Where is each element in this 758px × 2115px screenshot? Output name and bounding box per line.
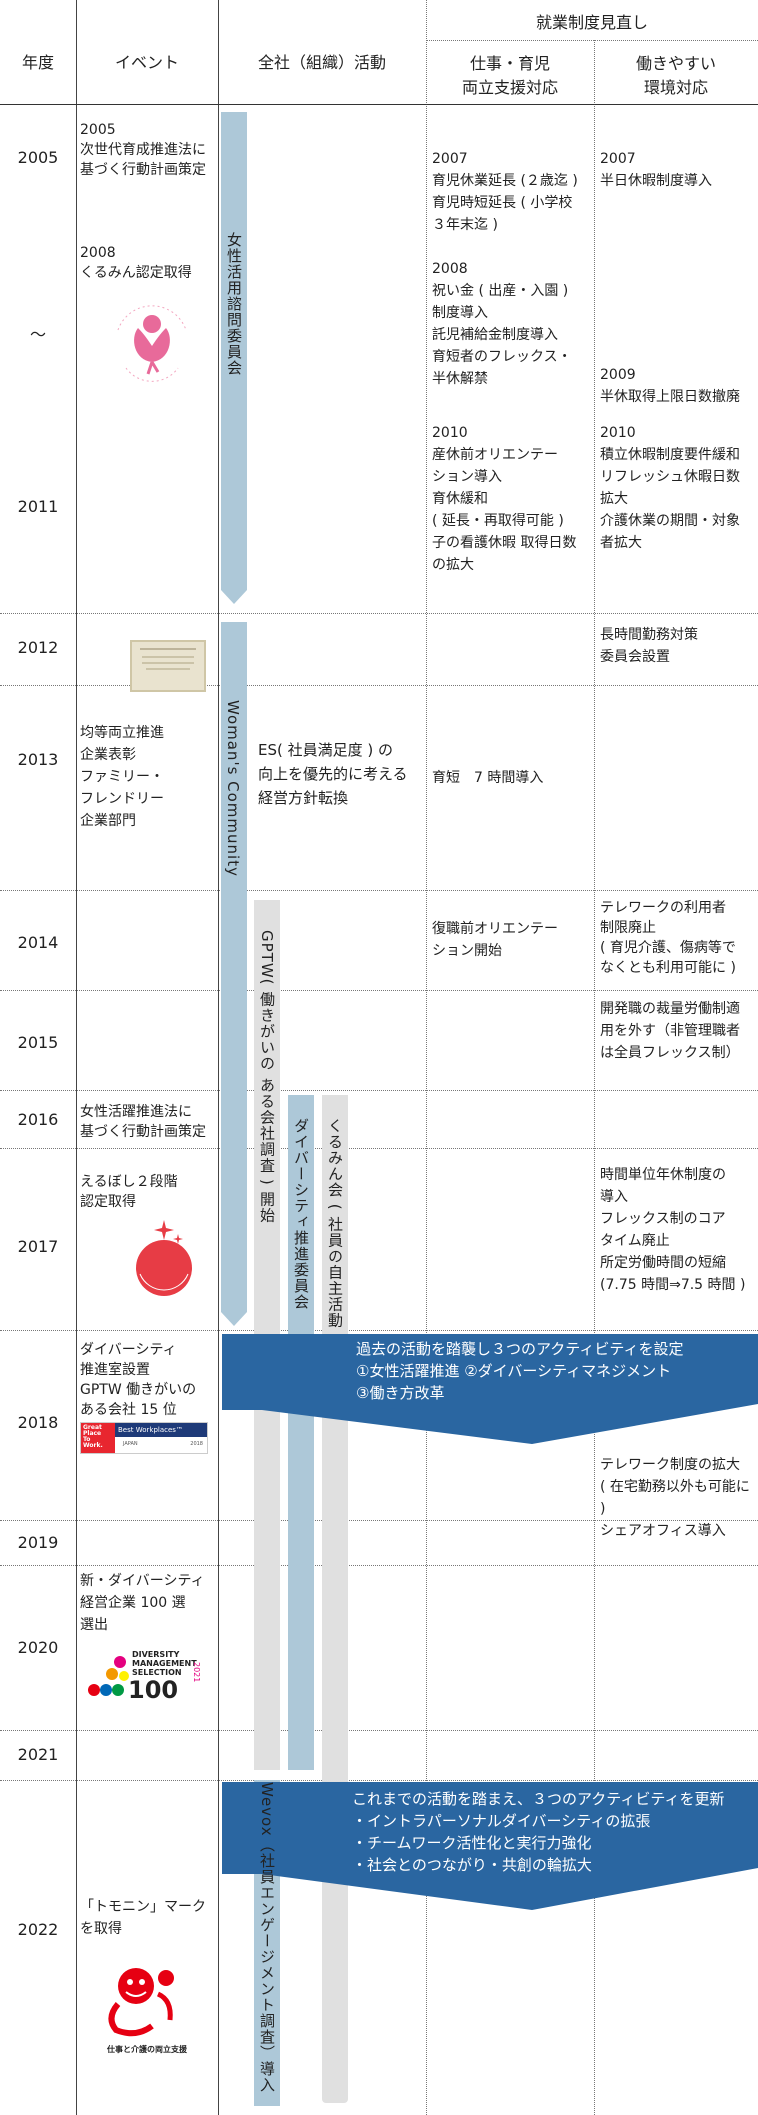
diversity-committee-label: ダイバーシティ推進委員会 (292, 1118, 310, 1310)
workplace-2012: 長時間勤務対策 委員会設置 (600, 627, 698, 665)
gptw-logo: Great Place To Work. Best Workplaces™ JA… (80, 1422, 208, 1454)
childcare-2007: 2007 育児休業延長 (２歳迄 ) 育児時短延長 ( 小学校 ３年末迄 ) (432, 151, 578, 233)
committee-bar-women (221, 112, 247, 590)
year-2022: 2022 (17, 1920, 59, 1939)
tomonin-logo-caption: 仕事と介護の両立支援 (107, 2045, 187, 2054)
row-divider-2014 (0, 990, 758, 991)
gptw-logo-right: Best Workplaces™ (115, 1423, 207, 1437)
header-year: 年度 (21, 53, 54, 72)
year-2018: 2018 (17, 1413, 59, 1432)
banner-2018-text: 過去の活動を踏襲し３つのアクティビティを設定 ①女性活躍推進 ②ダイバーシティマ… (356, 1340, 684, 1402)
header-event: イベント (114, 53, 179, 72)
row-divider-2018 (0, 1520, 758, 1521)
womans-community-label: Woman's Community (224, 700, 242, 877)
header-subdivider (426, 40, 758, 41)
es-policy-text: ES( 社員満足度 ) の 向上を優先的に考える 経営方針転換 (258, 741, 408, 807)
event-2013: 均等両立推進 企業表彰 ファミリー・ フレンドリー 企業部門 (80, 725, 164, 829)
event-2020: 新・ダイバーシティ 経営企業 100 選 選出 (80, 1573, 205, 1633)
diversity-logo-num: 100 (128, 1676, 179, 1704)
banner-2018-arrow (222, 1334, 758, 1444)
gptw-logo-sub: JAPAN (123, 1441, 138, 1447)
event-2016: 女性活躍推進法に 基づく行動計画策定 (80, 1104, 206, 1140)
row-divider-2016 (0, 1148, 758, 1149)
award-certificate-image (130, 640, 206, 692)
diversity-logo-top: DIVERSITY MANAGEMENT SELECTION (132, 1650, 197, 1677)
header-workplace: 働きやすい 環境対応 (635, 54, 716, 97)
kurumin-logo (104, 290, 200, 386)
row-divider-2015 (0, 1090, 758, 1091)
kurumin-kai-bar (322, 1095, 348, 2103)
banner-2022-arrow (222, 1782, 758, 1910)
event-2005: 2005 次世代育成推進法に 基づく行動計画策定 (80, 122, 206, 178)
col-divider-company (426, 0, 427, 2115)
diversity-selection-logo: DIVERSITY MANAGEMENT SELECTION 100 2021 (88, 1648, 208, 1708)
childcare-2014: 復職前オリエンテー ション開始 (432, 921, 558, 959)
womans-community-bar (221, 622, 247, 1312)
banner-2022-text: これまでの活動を踏まえ、３つのアクティビティを更新 ・イントラパーソナルダイバー… (352, 1790, 725, 1874)
header-work-childcare: 仕事・育児 両立支援対応 (461, 54, 558, 97)
diversity-committee-bar (288, 1095, 314, 1770)
gptw-survey-label: GPTW( 働きがいの ある会社調査 ) 開始 (258, 930, 276, 1224)
childcare-2010: 2010 産休前オリエンテー ション導入 育休緩和 ( 延長・再取得可能 ) 子… (432, 425, 577, 573)
gptw-logo-left: Great Place To Work. (81, 1423, 115, 1453)
col-divider-childcare (594, 40, 595, 2115)
row-divider-2019 (0, 1565, 758, 1566)
workplace-2009: 2009 半休取得上限日数撤廃 (600, 367, 740, 405)
event-2022: 「トモニン」マーク を取得 (80, 1899, 206, 1937)
row-divider-2011 (0, 613, 758, 614)
year-2015: 2015 (17, 1033, 59, 1052)
col-divider-event (218, 0, 219, 2115)
workplace-2015: 開発職の裁量労働制適 用を外す（非管理職者 は全員フレックス制） (600, 1001, 740, 1061)
workplace-2017: 時間単位年休制度の 導入 フレックス制のコア タイム廃止 所定労働時間の短縮 (… (600, 1167, 746, 1293)
committee-bar-women-label: 女性活用諮問委員会 (225, 232, 243, 376)
wevox-label: Wevox（社員エンゲージメント調査）導入 (258, 1782, 276, 2093)
event-2017: えるぼし２段階 認定取得 (80, 1174, 178, 1210)
year-2019: 2019 (17, 1533, 59, 1552)
committee-bar-women-arrow (221, 590, 247, 604)
row-divider-2017 (0, 1330, 758, 1331)
event-2008: 2008 くるみん認定取得 (80, 245, 192, 281)
gptw-logo-year: 2018 (190, 1441, 203, 1447)
year-2011: 2011 (17, 497, 59, 516)
header-bottom-line (0, 104, 758, 105)
year-2017: 2017 (17, 1237, 59, 1256)
row-divider-2020 (0, 1730, 758, 1731)
childcare-2008: 2008 祝い金 ( 出産・入園 ) 制度導入 託児補給金制度導入 育短者のフレ… (432, 261, 572, 387)
womans-community-bar-arrow (221, 1312, 247, 1326)
header-system: 就業制度見直し (535, 13, 648, 32)
year-2014: 2014 (17, 933, 59, 952)
diversity-logo-year: 2021 (192, 1662, 201, 1683)
year-2012: 2012 (17, 638, 59, 657)
childcare-2013: 育短 7 時間導入 (432, 770, 544, 786)
workplace-2018: テレワーク制度の拡大 ( 在宅勤務以外も可能に ) シェアオフィス導入 (600, 1457, 750, 1539)
row-divider-2021 (0, 1780, 758, 1781)
year-2016: 2016 (17, 1110, 59, 1129)
eruboshi-logo (124, 1218, 204, 1302)
year-2021: 2021 (17, 1745, 59, 1764)
col-divider-year (76, 0, 77, 2115)
year-2020: 2020 (17, 1638, 59, 1657)
header-company: 全社（組織）活動 (257, 53, 386, 72)
kurumin-kai-label: くるみん会 ( 社員の自主活動 ) (326, 1118, 344, 1342)
tomonin-logo: 仕事と介護の両立支援 (92, 1960, 202, 2060)
workplace-2014: テレワークの利用者 制限廃止 ( 育児介護、傷病等で なくとも利用可能に ) (600, 900, 736, 976)
year-2005: 2005 (17, 148, 59, 167)
workplace-2010: 2010 積立休暇制度要件緩和 リフレッシュ休暇日数 拡大 介護休業の期間・対象… (600, 425, 740, 551)
workplace-2007: 2007 半日休暇制度導入 (600, 151, 712, 189)
row-divider-2013 (0, 890, 758, 891)
event-2018: ダイバーシティ 推進室設置 GPTW 働きがいの ある会社 15 位 (80, 1342, 197, 1418)
row-divider-2012 (0, 685, 758, 686)
year-2013: 2013 (17, 750, 59, 769)
year-tilde: ～ (29, 325, 46, 344)
